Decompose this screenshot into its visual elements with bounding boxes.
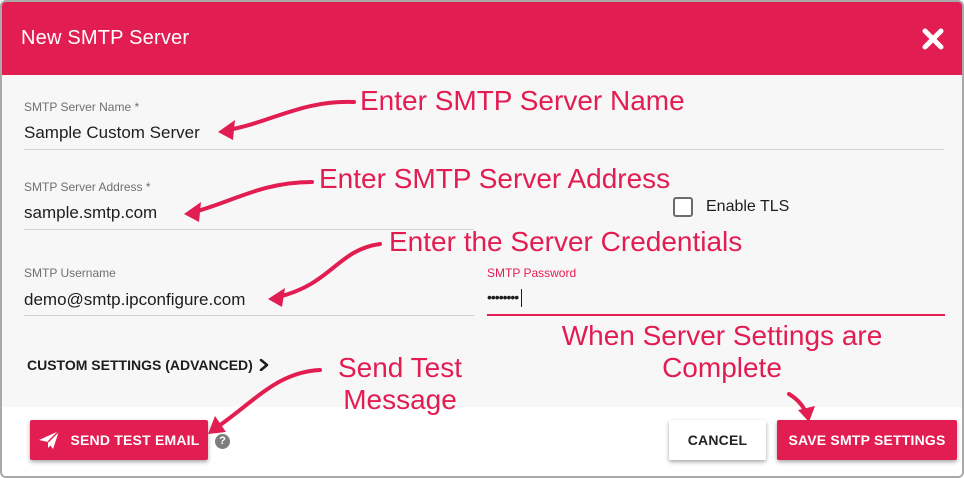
password-input[interactable]: ••••••••: [487, 289, 523, 308]
chevron-right-icon: [259, 359, 269, 371]
dialog-body: [2, 75, 962, 407]
custom-settings-toggle[interactable]: CUSTOM SETTINGS (ADVANCED): [27, 357, 269, 373]
username-input[interactable]: demo@smtp.ipconfigure.com: [24, 290, 246, 309]
server-address-field[interactable]: SMTP Server Address * sample.smtp.com: [24, 180, 474, 230]
enable-tls-checkbox[interactable]: [673, 197, 693, 217]
server-address-label: SMTP Server Address *: [24, 180, 151, 194]
save-smtp-settings-label: SAVE SMTP SETTINGS: [788, 432, 946, 448]
send-test-email-button[interactable]: SEND TEST EMAIL: [30, 420, 208, 460]
dialog-header: New SMTP Server: [2, 2, 962, 75]
close-icon[interactable]: [918, 24, 948, 54]
server-address-input[interactable]: sample.smtp.com: [24, 203, 158, 222]
annotation-send-test-line2: Message: [343, 384, 457, 416]
server-name-underline: [24, 149, 944, 150]
annotation-complete-line1: When Server Settings are: [561, 320, 883, 351]
password-label: SMTP Password: [487, 266, 577, 280]
annotation-server-address: Enter SMTP Server Address: [319, 163, 671, 194]
custom-settings-label: CUSTOM SETTINGS (ADVANCED): [27, 357, 253, 373]
annotation-server-name: Enter SMTP Server Name: [360, 85, 685, 116]
annotation-send-test-line1: Send Test: [337, 352, 463, 383]
annotation-send-test: Send Test Message: [320, 352, 480, 416]
cancel-label: CANCEL: [687, 432, 748, 448]
password-underline: [487, 314, 945, 316]
username-label: SMTP Username: [24, 266, 116, 280]
username-underline: [24, 315, 474, 316]
server-name-label: SMTP Server Name *: [24, 100, 140, 114]
paper-plane-icon: [39, 430, 61, 449]
help-icon[interactable]: ?: [215, 434, 230, 449]
enable-tls-label[interactable]: Enable TLS: [706, 198, 790, 215]
password-field[interactable]: SMTP Password ••••••••: [487, 266, 945, 316]
save-smtp-settings-button[interactable]: SAVE SMTP SETTINGS: [777, 420, 957, 460]
server-address-underline: [24, 229, 474, 230]
username-field[interactable]: SMTP Username demo@smtp.ipconfigure.com: [24, 266, 474, 316]
text-cursor: [521, 289, 523, 308]
server-name-field[interactable]: SMTP Server Name * Sample Custom Server: [24, 100, 944, 150]
annotation-credentials: Enter the Server Credentials: [389, 226, 743, 257]
annotation-complete-line2: Complete: [662, 352, 782, 384]
cancel-button[interactable]: CANCEL: [669, 420, 766, 460]
password-dots: ••••••••: [487, 289, 519, 305]
annotation-complete: When Server Settings are Complete: [522, 320, 922, 384]
server-name-input[interactable]: Sample Custom Server: [24, 123, 200, 142]
dialog-title: New SMTP Server: [21, 27, 190, 49]
send-test-email-label: SEND TEST EMAIL: [70, 432, 200, 448]
